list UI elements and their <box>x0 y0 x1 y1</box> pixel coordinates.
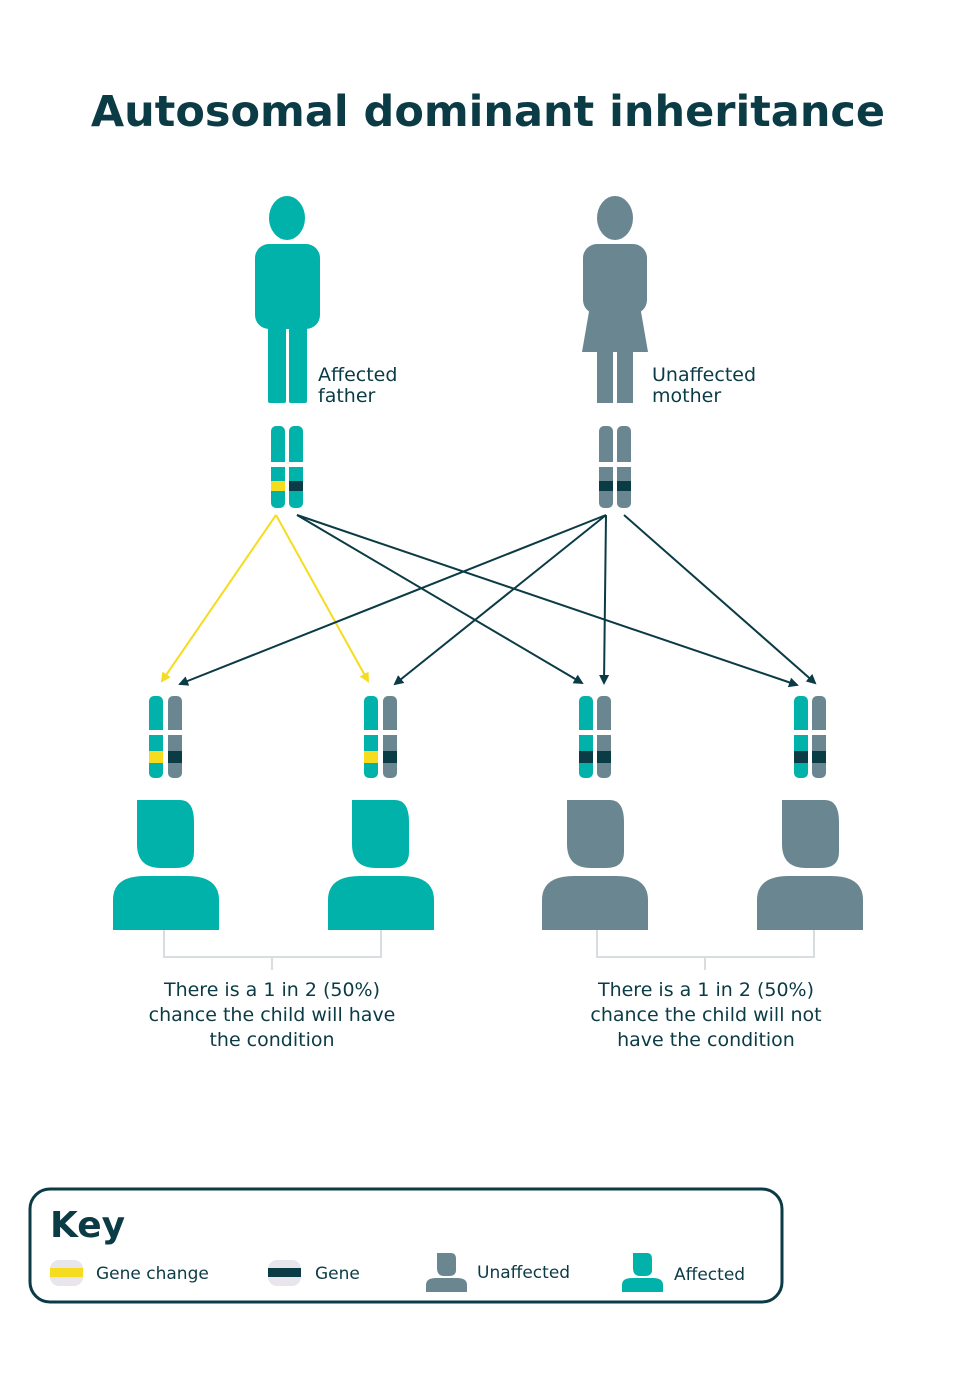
arrow-father-to-child3 <box>296 514 584 685</box>
mother-label-line1: Unaffected <box>652 364 756 386</box>
affected-caption-line2: chance the child will have <box>149 1004 396 1026</box>
child4-unaffected-icon <box>757 800 863 930</box>
key-legend: Key Gene change Gene Unaffected Affected <box>28 1187 784 1304</box>
arrow-mother-to-child3 <box>599 514 610 685</box>
arrow-mother-to-child1 <box>178 514 607 686</box>
inheritance-arrows <box>160 514 817 688</box>
child2-chromosomes <box>364 696 397 778</box>
arrow-mother-to-child4 <box>623 514 817 685</box>
unaffected-person-icon <box>426 1253 467 1292</box>
arrow-father-to-child4 <box>296 514 799 688</box>
gene-change-icon <box>50 1260 83 1286</box>
affected-bracket <box>163 930 382 970</box>
mother-label-line2: mother <box>652 385 721 407</box>
key-label-gene-change: Gene change <box>96 1264 209 1284</box>
father-label-line2: father <box>318 385 376 407</box>
child2-affected-icon <box>328 800 434 930</box>
child3-unaffected-icon <box>542 800 648 930</box>
unaffected-caption-line2: chance the child will not <box>590 1004 821 1026</box>
unaffected-bracket <box>596 930 815 970</box>
child3-chromosomes <box>579 696 611 778</box>
child4-chromosomes <box>794 696 826 778</box>
father-figure <box>255 196 320 403</box>
key-label-unaffected: Unaffected <box>477 1263 570 1283</box>
unaffected-caption-line1: There is a 1 in 2 (50%) <box>597 979 814 1001</box>
child1-chromosomes <box>149 696 182 778</box>
father-label-line1: Affected <box>318 364 397 386</box>
key-label-affected: Affected <box>674 1265 745 1285</box>
arrow-father-to-child2 <box>275 514 369 683</box>
key-label-gene: Gene <box>315 1264 360 1284</box>
father-chromosomes <box>271 426 303 508</box>
arrow-mother-to-child2 <box>393 514 607 686</box>
arrow-father-to-child1 <box>160 514 277 683</box>
mother-chromosomes <box>599 426 631 508</box>
affected-caption-line3: the condition <box>209 1029 334 1051</box>
unaffected-caption-line3: have the condition <box>617 1029 795 1051</box>
gene-icon <box>268 1260 301 1286</box>
child1-affected-icon <box>113 800 219 930</box>
affected-person-icon <box>622 1253 663 1292</box>
page-title: Autosomal dominant inheritance <box>91 87 885 137</box>
mother-figure <box>582 196 648 403</box>
key-title: Key <box>50 1205 125 1246</box>
affected-caption-line1: There is a 1 in 2 (50%) <box>163 979 380 1001</box>
